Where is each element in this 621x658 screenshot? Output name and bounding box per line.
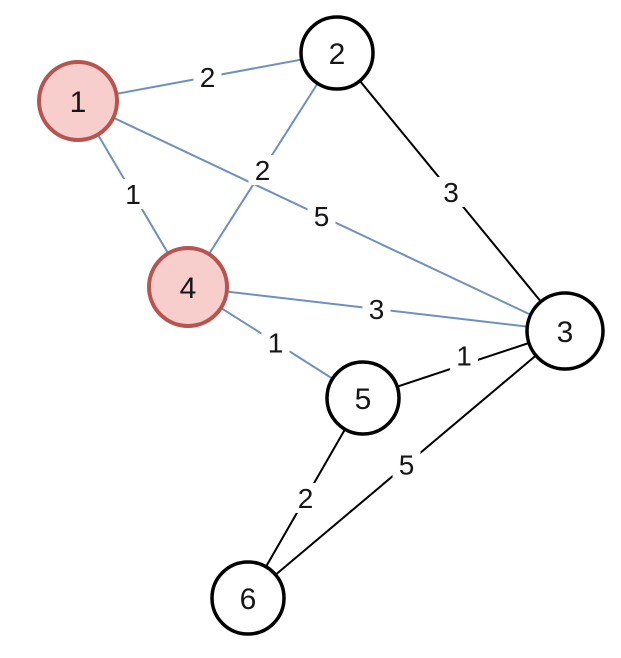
nodes-layer: 1 2 3 4 5 6: [37, 15, 605, 636]
edges-layer: [77, 52, 566, 599]
edge-weight-label-4-5: 1: [268, 328, 284, 359]
edge-weight-label-5-3: 1: [456, 341, 472, 372]
edge-weight-label-1-3: 5: [314, 201, 330, 232]
node-circle-6: [210, 560, 286, 636]
edge-label-bg-5-3: [450, 340, 478, 371]
graph-node-1[interactable]: 1: [37, 60, 119, 142]
node-label-2: 2: [329, 38, 346, 71]
edge-label-bg-2-3: [437, 177, 465, 207]
edge-label-bg-6-3: [392, 449, 421, 480]
graph-node-2[interactable]: 2: [299, 15, 375, 91]
edge-label-bg-1-2: [193, 62, 222, 92]
node-label-3: 3: [557, 316, 574, 349]
node-circle-2: [299, 15, 375, 91]
node-circle-3: [525, 291, 605, 371]
graph-node-3[interactable]: 3: [525, 291, 605, 371]
graph-node-6[interactable]: 6: [210, 560, 286, 636]
node-circle-4: [147, 246, 229, 328]
node-label-1: 1: [70, 86, 87, 119]
node-label-6: 6: [240, 583, 257, 616]
edge-weight-label-4-3: 3: [369, 294, 385, 325]
edge-label-bg-1-4: [119, 179, 147, 209]
edge-label-bg-1-3: [307, 201, 336, 231]
edge-label-bg-5-6: [291, 483, 320, 513]
graph-node-5[interactable]: 5: [325, 360, 401, 436]
edge-weight-label-1-4: 1: [125, 179, 141, 210]
edge-labels-layer: 2 1 5 2 3 3 1 1 2 5: [119, 62, 478, 514]
edge-weight-label-1-2: 2: [200, 62, 216, 93]
node-label-5: 5: [355, 383, 372, 416]
edge-weight-label-6-3: 5: [399, 450, 415, 481]
node-circle-5: [325, 360, 401, 436]
graph-node-4[interactable]: 4: [147, 246, 229, 328]
edge-weight-label-2-4: 2: [255, 155, 271, 186]
node-circle-1: [37, 60, 119, 142]
edge-weight-label-5-6: 2: [298, 483, 314, 514]
node-label-4: 4: [180, 272, 197, 305]
edge-weight-label-2-3: 3: [443, 177, 459, 208]
edge-label-bg-4-3: [362, 294, 391, 324]
edge-label-bg-2-4: [248, 155, 277, 185]
edge-label-bg-4-5: [261, 327, 290, 358]
